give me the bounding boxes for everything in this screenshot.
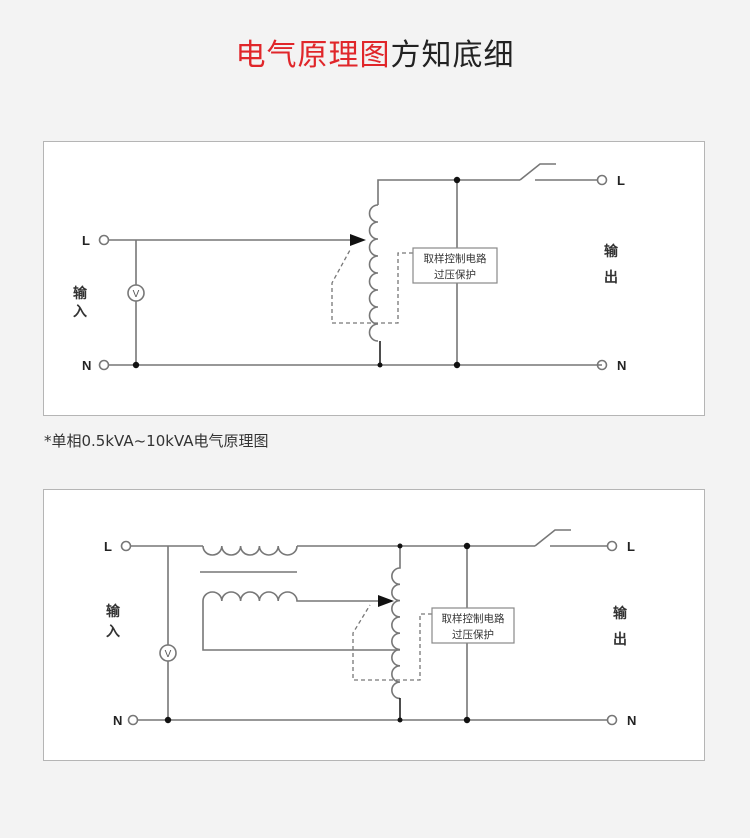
input-n-terminal — [98, 359, 110, 371]
switch-icon — [519, 163, 556, 181]
output-l-terminal — [596, 174, 608, 186]
output-n-terminal — [606, 714, 618, 726]
top-wire — [377, 179, 598, 205]
input-label-1: 输 — [106, 603, 121, 620]
voltmeter-label: V — [133, 289, 140, 300]
diagram-panel-1 — [43, 141, 705, 416]
wires — [130, 545, 608, 721]
input-n-terminal — [127, 714, 139, 726]
output-l-terminal — [606, 540, 618, 552]
control-box — [431, 607, 515, 644]
input-l-terminal — [98, 234, 110, 246]
output-l-label: L — [617, 173, 625, 188]
output-label-1: 输 — [613, 605, 628, 622]
wires — [108, 239, 602, 366]
autotransformer-coil — [391, 546, 401, 700]
control-box-line2: 过压保护 — [434, 268, 476, 281]
title-highlight: 电气原理图 — [235, 38, 391, 73]
circuit-diagram-2: L N V L N 取样控制电路 过压保护 输 入 输 出 — [104, 529, 636, 728]
control-box — [412, 247, 498, 284]
control-box-line1: 取样控制电路 — [442, 612, 505, 625]
input-n-label: N — [82, 358, 91, 373]
output-label-1: 输 — [604, 243, 619, 260]
output-label-2: 出 — [613, 631, 627, 648]
autotransformer-coil — [368, 204, 379, 342]
control-box-line2: 过压保护 — [452, 628, 494, 641]
control-dashed-link — [331, 249, 413, 324]
input-label-1: 输 — [73, 285, 88, 302]
output-n-terminal — [596, 359, 608, 371]
input-l-label: L — [104, 539, 112, 554]
circuit-diagram-1: L N V L N 取样控制电路 过压保护 输 入 输 出 — [73, 163, 626, 373]
switch-icon — [534, 529, 571, 547]
tap-arrow — [378, 595, 394, 607]
voltmeter — [159, 644, 177, 662]
compensation-coil — [202, 591, 400, 651]
input-label-2: 入 — [106, 624, 120, 640]
output-n-label: N — [617, 358, 626, 373]
input-n-label: N — [113, 713, 122, 728]
output-n-label: N — [627, 713, 636, 728]
input-l-terminal — [120, 540, 132, 552]
voltmeter-label: V — [165, 649, 172, 660]
voltmeter — [127, 284, 145, 302]
diagram-panel-2 — [43, 489, 705, 761]
output-l-label: L — [627, 539, 635, 554]
title-rest: 方知底细 — [390, 38, 515, 73]
input-l-label: L — [82, 233, 90, 248]
output-label-2: 出 — [604, 269, 618, 286]
tap-arrow — [350, 234, 366, 246]
diagram-caption: *单相0.5kVA~10kVA电气原理图 — [44, 432, 269, 450]
series-coil — [202, 545, 298, 556]
control-dashed-link — [352, 604, 432, 681]
control-box-line1: 取样控制电路 — [424, 252, 487, 265]
page-title: 电气原理图方知底细 — [0, 30, 750, 74]
input-label-2: 入 — [73, 304, 87, 320]
